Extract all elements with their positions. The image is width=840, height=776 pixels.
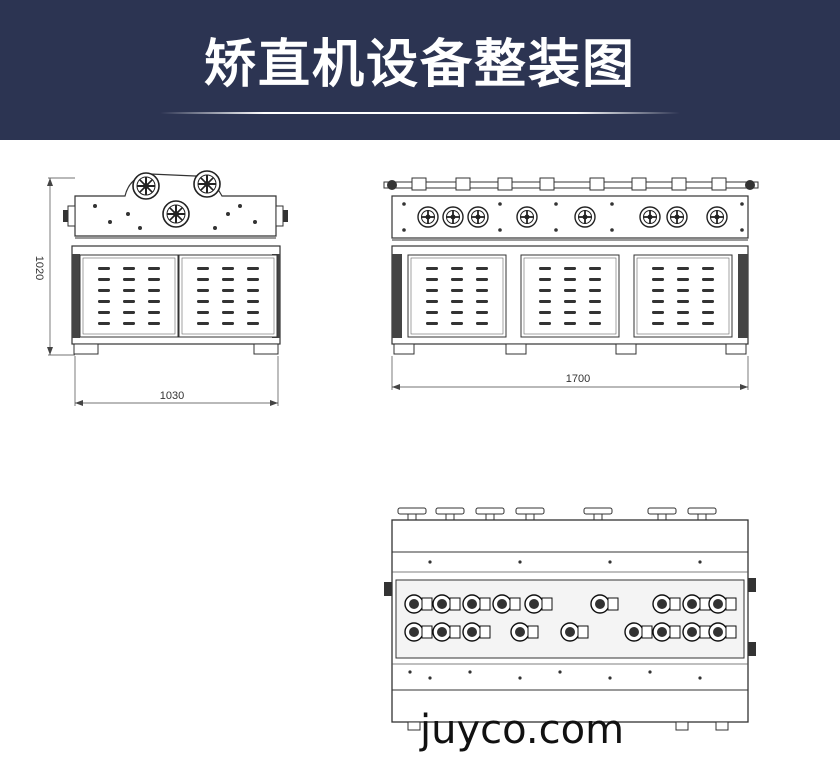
title-banner: 矫直机设备整装图 [0, 0, 840, 140]
height-dimension-label: 1020 [33, 256, 45, 280]
side-view: 1700 [383, 177, 759, 390]
front-view: 1020 1030 [33, 170, 288, 406]
length-dimension-label: 1700 [566, 373, 590, 385]
top-view [384, 507, 756, 731]
banner-underline [160, 112, 680, 114]
watermark-text: juyco.com [420, 707, 625, 753]
width-dimension-label: 1030 [160, 390, 184, 402]
technical-drawing: 1020 1030 [33, 170, 759, 731]
banner-title: 矫直机设备整装图 [203, 35, 636, 95]
